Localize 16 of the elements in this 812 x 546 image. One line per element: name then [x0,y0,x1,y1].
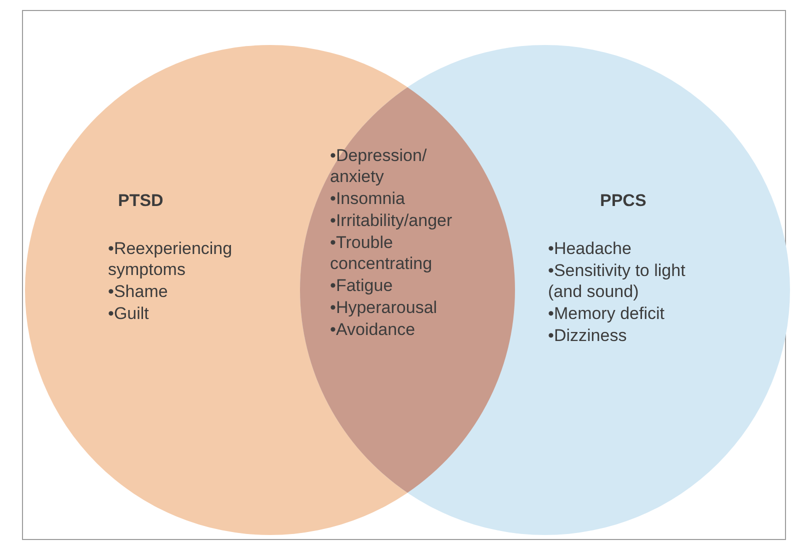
list-item: •Fatigue [330,275,394,296]
circle-heading: PTSD [118,190,164,211]
list-item: •Trouble concentrating [330,232,434,274]
list-item: •Headache [548,238,632,259]
list-item: •Avoidance [330,319,416,340]
list-item: •Depression/ anxiety [330,145,428,187]
list-item: •Memory deficit [548,303,666,324]
list-item: •Reexperiencing symptoms [108,238,234,280]
list-item: •Shame [108,281,169,302]
circle-heading: PPCS [600,190,646,211]
list-item: •Dizziness [548,325,628,346]
list-item: •Insomnia [330,188,406,209]
list-item: •Irritability/anger [330,210,454,231]
list-item: •Sensitivity to light (and sound) [548,260,686,302]
list-item: •Hyperarousal [330,297,438,318]
list-item: •Guilt [108,303,150,324]
